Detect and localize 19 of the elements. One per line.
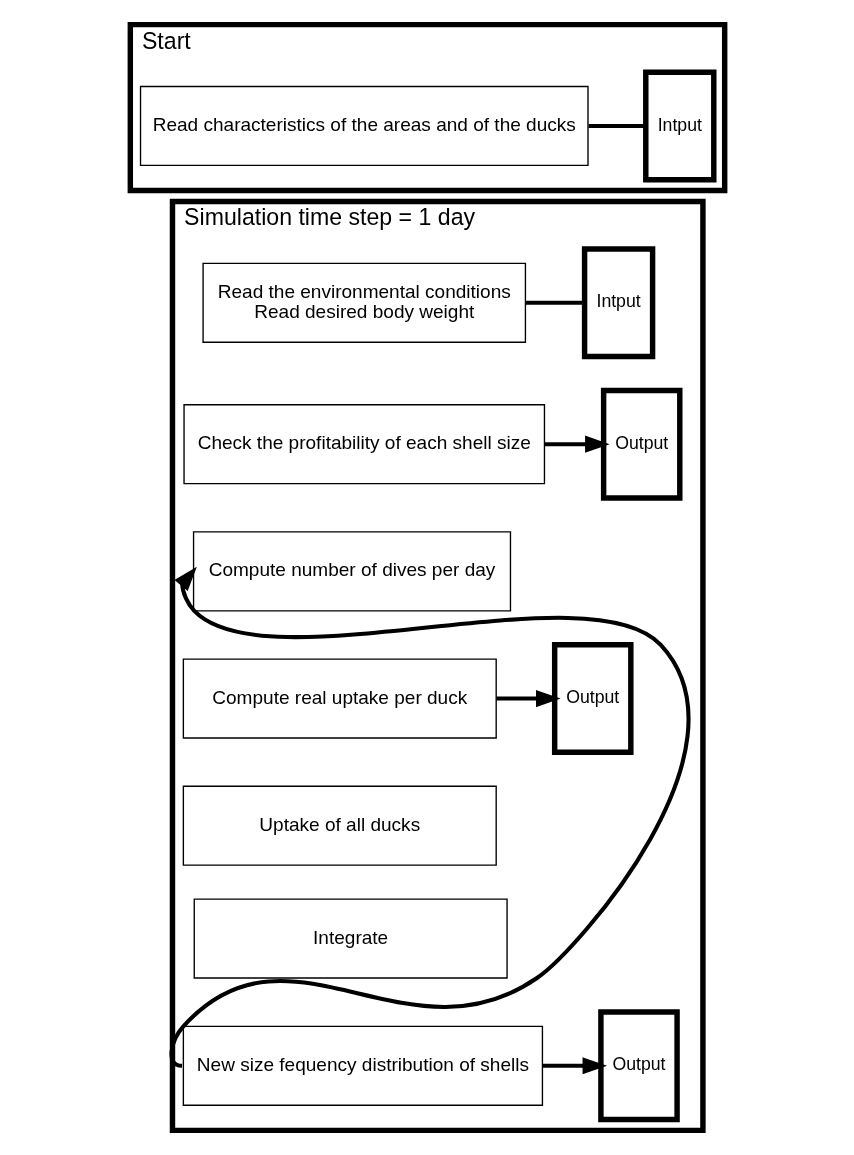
node-box: Intput	[642, 69, 716, 183]
node-box: Intput	[581, 246, 655, 360]
arrow	[544, 435, 610, 453]
node-box: Output	[597, 1009, 680, 1123]
node-box: Output	[551, 642, 634, 755]
node-box: Check the profitability of each shell size	[182, 404, 545, 485]
node-box: Read characteristics of the areas and of the ducks	[139, 85, 589, 167]
arrow	[169, 566, 690, 1068]
connector	[588, 123, 646, 128]
arrow	[495, 689, 561, 708]
node-box: Compute real uptake per duck	[182, 658, 497, 739]
arrow	[541, 1057, 607, 1075]
node-box: New size fequency distribution of shells	[182, 1025, 543, 1106]
node-box: Read the environmental conditions Read desired body weight	[201, 262, 526, 343]
connector	[525, 300, 584, 305]
node-box: Integrate	[193, 898, 508, 979]
node-box: Compute number of dives per day	[192, 531, 511, 612]
node-box: Uptake of all ducks	[182, 785, 497, 866]
node-box: Output	[600, 387, 682, 501]
